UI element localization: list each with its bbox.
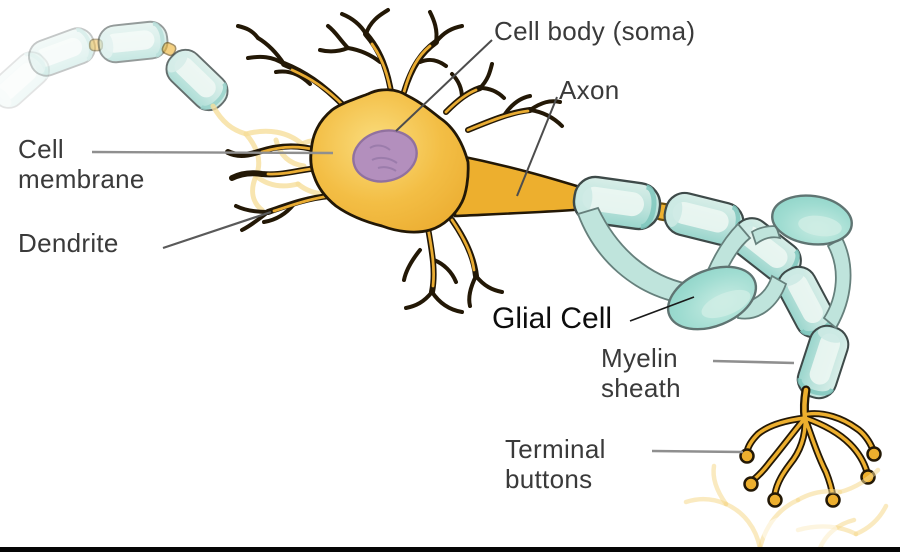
leader-line-dendrite [162,210,272,250]
presynaptic-neuron-faded [0,20,339,213]
dendrites-illustration [225,8,564,314]
label-cell-membrane: Cell membrane [18,134,145,195]
leader-line-terminal-buttons [651,449,744,454]
soma-illustration [309,88,470,234]
label-axon: Axon [559,75,620,105]
glial-cell-body-upper [771,194,853,246]
leader-line-glial-cell [629,296,695,322]
label-terminal-buttons: Terminal buttons [505,434,606,495]
nucleus-illustration [352,129,418,183]
leader-line-cell-membrane [91,150,334,155]
leader-lines [91,39,795,454]
glial-cells-illustration [576,194,853,331]
label-glial-cell: Glial Cell [492,302,613,335]
leader-line-cell-body [395,39,493,132]
label-myelin-sheath: Myelin sheath [601,343,681,404]
presynaptic-terminal-arbor-faded [210,103,339,213]
label-dendrite: Dendrite [18,228,119,258]
label-cell-body: Cell body (soma) [494,16,696,46]
glial-cell-body-lower [666,265,758,331]
postsynaptic-dendrites-faded [683,463,889,551]
leader-line-myelin-sheath [712,359,795,365]
leader-line-axon [516,96,558,197]
terminal-buttons-illustration [739,385,882,508]
bottom-border-bar [0,547,900,552]
